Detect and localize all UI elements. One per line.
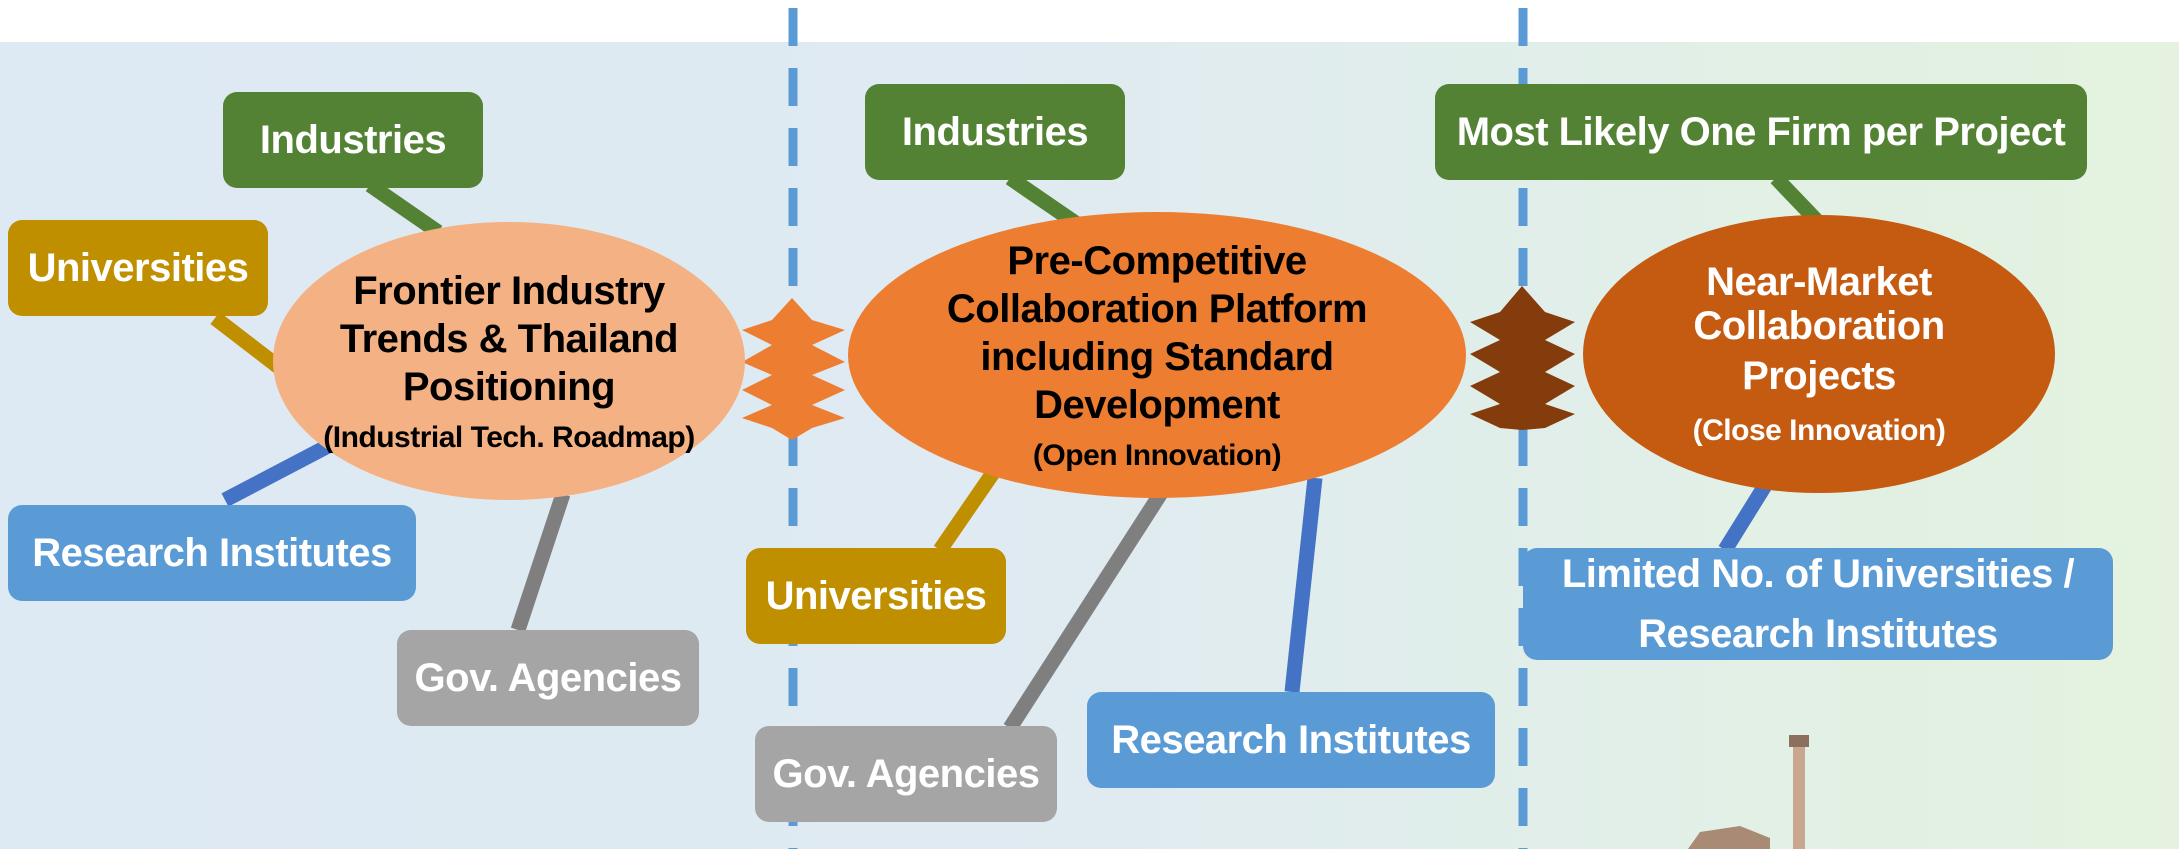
s1-universities-label: Universities — [8, 220, 268, 316]
connector-s1-industries — [365, 178, 443, 239]
factory-chimney-cap — [1789, 735, 1809, 747]
s3-limited-line1: Limited No. of Universities / — [1561, 552, 2075, 596]
s1-industries-label: Industries — [223, 92, 483, 188]
ellipse2-title-line2: Collaboration Platform — [946, 287, 1368, 331]
s2-industries-label: Industries — [865, 84, 1125, 180]
connector-s2-research — [1284, 477, 1323, 693]
s1-gov-label: Gov. Agencies — [397, 630, 699, 726]
s2-research-label: Research Institutes — [1087, 692, 1495, 788]
ellipse2-title-line1: Pre-Competitive — [1007, 239, 1307, 283]
s2-universities-label: Universities — [746, 548, 1006, 644]
ellipse-frontier-industry: Frontier Industry Trends & Thailand Posi… — [273, 222, 745, 500]
ellipse3-title-line1: Near-Market — [1706, 260, 1932, 304]
ellipse-pre-competitive: Pre-Competitive Collaboration Platform i… — [848, 212, 1466, 498]
ellipse2-subtitle: (Open Innovation) — [1032, 439, 1282, 472]
ellipse3-subtitle: (Close Innovation) — [1692, 414, 1946, 447]
connector-s2-universities — [933, 465, 1002, 555]
zigzag-connector-right — [1470, 286, 1575, 430]
s3-limited-line2: Research Institutes — [1638, 612, 1998, 656]
factory-roof — [1688, 826, 1770, 849]
connector-s3-bottom — [1718, 480, 1773, 554]
s3-limited-label: Limited No. of Universities / Research I… — [1523, 548, 2113, 660]
connector-s1-gov — [510, 491, 571, 633]
s2-gov-label: Gov. Agencies — [755, 726, 1057, 822]
ellipse1-title-line2: Trends & Thailand — [339, 317, 679, 361]
factory-chimney — [1793, 740, 1805, 849]
s3-one-firm-label: Most Likely One Firm per Project — [1435, 84, 2087, 180]
ellipse2-title-line3: including Standard — [980, 335, 1334, 379]
connector-s1-universities — [210, 312, 285, 374]
ellipse1-subtitle: (Industrial Tech. Roadmap) — [323, 421, 695, 454]
ellipse-near-market: Near-Market Collaboration Projects (Clos… — [1583, 215, 2055, 493]
s1-research-label: Research Institutes — [8, 505, 416, 601]
ellipse1-title-line1: Frontier Industry — [353, 269, 665, 313]
connector-s2-gov — [1003, 485, 1170, 733]
ellipse2-title-line4: Development — [1034, 383, 1280, 427]
ellipse1-title-line3: Positioning — [402, 365, 616, 409]
zigzag-connector-left — [742, 298, 845, 440]
ellipse3-title-line2: Collaboration — [1693, 304, 1945, 348]
ellipse3-title-line3: Projects — [1742, 354, 1896, 398]
connector-s1-research — [221, 438, 334, 507]
